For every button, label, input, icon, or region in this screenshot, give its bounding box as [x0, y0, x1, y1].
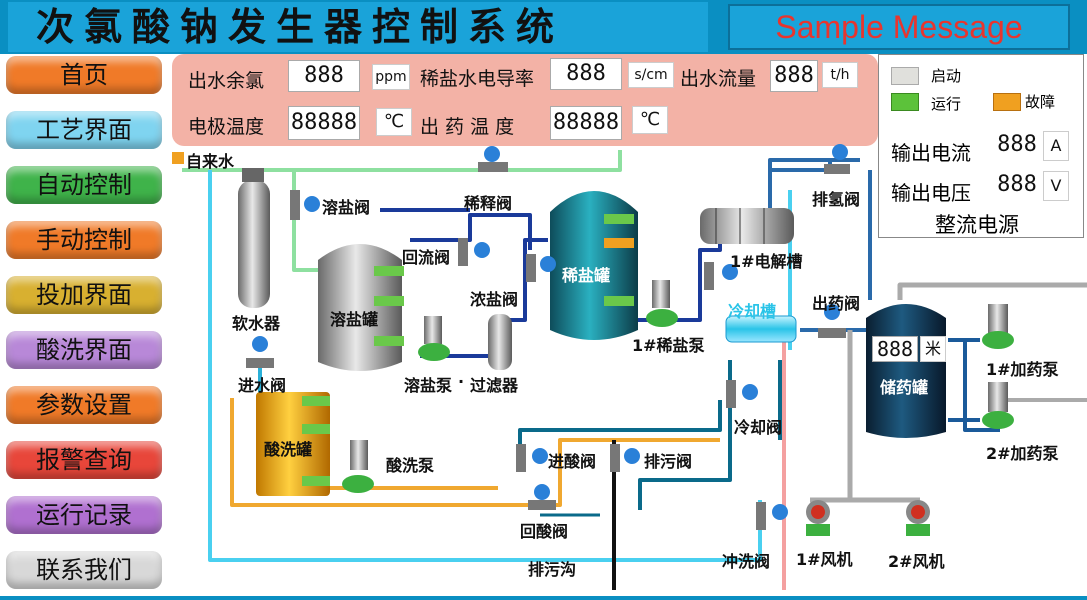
nav-button[interactable]: 投加界面 [6, 276, 162, 314]
acid-tank[interactable] [256, 392, 330, 496]
dissolve-tank-label: 溶盐罐 [330, 310, 379, 329]
cooling-valve-label: 冷却阀 [734, 418, 783, 437]
nav-button[interactable]: 运行记录 [6, 496, 162, 534]
dissolve-valve-label: 溶盐阀 [322, 198, 371, 217]
output-current-unit: A [1043, 131, 1069, 161]
conductivity-unit: s/cm [628, 62, 674, 88]
nav-button[interactable]: 酸洗界面 [6, 331, 162, 369]
dose-pump-2-label: 2#加药泵 [986, 444, 1059, 463]
storage-level-value: 888 [872, 336, 918, 362]
legend-fault-swatch [993, 93, 1021, 111]
legend-run-swatch [891, 93, 919, 111]
fan-1[interactable] [806, 500, 830, 536]
nav-button[interactable]: 报警查询 [6, 441, 162, 479]
storage-level-unit: 米 [920, 336, 946, 362]
dilute-pump-label: 1#稀盐泵 [632, 336, 705, 355]
outlet-temp-value: 88888 [550, 106, 622, 140]
fan-2[interactable] [906, 500, 930, 536]
electrolyzer-label: 1#电解槽 [730, 252, 803, 271]
residual-chlorine-label: 出水余氯 [188, 70, 265, 92]
outlet-temp-unit: ℃ [632, 106, 668, 134]
h2-valve-label: 排氢阀 [812, 190, 861, 209]
legend-fault-label: 故障 [1025, 93, 1056, 111]
legend-start-swatch [891, 67, 919, 85]
legend-start-label: 启动 [931, 67, 962, 85]
nav-button[interactable]: 工艺界面 [6, 111, 162, 149]
storage-tank[interactable] [866, 304, 946, 438]
cooling-tank-label: 冷却槽 [728, 302, 777, 321]
dilute-valve-label: 稀释阀 [464, 194, 513, 213]
output-voltage-label: 输出电压 [891, 181, 971, 205]
storage-tank-label: 储药罐 [880, 378, 929, 397]
softener-label: 软水器 [232, 314, 281, 333]
dose-pump-2[interactable] [982, 382, 1014, 429]
fan-1-label: 1#风机 [796, 550, 853, 569]
valves[interactable] [246, 144, 850, 530]
dilute-tank-label: 稀盐罐 [562, 266, 611, 285]
dilute-pump[interactable] [646, 280, 678, 327]
fan-2-label: 2#风机 [888, 552, 945, 571]
page-title: 次氯酸钠发生器控制系统 [8, 2, 708, 52]
conductivity-value: 888 [550, 58, 622, 90]
conductivity-label: 稀盐水电导率 [420, 68, 535, 90]
tap-water-label: 自来水 [186, 152, 235, 171]
legend-run-label: 运行 [931, 95, 962, 113]
acid-return-valve-label: 回酸阀 [520, 522, 569, 541]
lock-icon [172, 152, 184, 164]
flow-label: 出水流量 [680, 68, 757, 90]
message-display: Sample Message [728, 4, 1070, 50]
rectifier-title: 整流电源 [935, 213, 1019, 237]
inlet-valve-label: 进水阀 [238, 376, 287, 395]
residual-chlorine-unit: ppm [372, 64, 410, 90]
filter-label: 过滤器 [470, 376, 519, 395]
acid-in-valve-label: 进酸阀 [548, 452, 597, 471]
nav-button[interactable]: 首页 [6, 56, 162, 94]
dissolve-tank[interactable] [318, 244, 404, 371]
rectifier-panel: 启动 运行 故障 输出电流 888 A 输出电压 888 V 整流电源 [878, 54, 1084, 238]
nav-button[interactable]: 参数设置 [6, 386, 162, 424]
conc-valve-label: 浓盐阀 [470, 290, 519, 309]
acid-tank-label: 酸洗罐 [264, 440, 313, 459]
acid-pump[interactable] [342, 440, 374, 493]
flow-value: 888 [770, 60, 818, 92]
softener[interactable] [238, 168, 270, 308]
nav-button[interactable]: 联系我们 [6, 551, 162, 589]
filter-separator: · [458, 372, 465, 391]
acid-pump-label: 酸洗泵 [386, 456, 435, 475]
cooling-tank[interactable] [725, 315, 797, 343]
flush-valve-label: 冲洗阀 [722, 552, 771, 571]
dilute-tank[interactable] [550, 191, 638, 340]
nav-button[interactable]: 手动控制 [6, 221, 162, 259]
dose-pump-1-label: 1#加药泵 [986, 360, 1059, 379]
output-voltage-value: 888 [991, 171, 1043, 201]
parameter-panel: 出水余氯 888 ppm 稀盐水电导率 888 s/cm 出水流量 888 t/… [172, 54, 878, 146]
dose-pump-1[interactable] [982, 304, 1014, 349]
sewer-label: 排污沟 [528, 560, 577, 579]
drain-valve-label: 排污阀 [644, 452, 693, 471]
electrolyzer[interactable] [700, 208, 794, 244]
output-current-label: 输出电流 [891, 141, 971, 165]
dissolve-pump-label: 溶盐泵 [404, 376, 453, 395]
flow-unit: t/h [822, 62, 858, 88]
electrode-temp-label: 电极温度 [188, 116, 265, 138]
outlet-temp-label: 出 药 温 度 [420, 116, 515, 138]
electrode-temp-value: 88888 [288, 106, 360, 140]
footer-bar [0, 596, 1087, 600]
filter[interactable] [488, 314, 512, 370]
return-valve-label: 回流阀 [402, 248, 451, 267]
output-voltage-unit: V [1043, 171, 1069, 201]
nav-button[interactable]: 自动控制 [6, 166, 162, 204]
electrode-temp-unit: ℃ [376, 108, 412, 136]
output-current-value: 888 [991, 131, 1043, 161]
residual-chlorine-value: 888 [288, 60, 360, 92]
outlet-valve-label: 出药阀 [812, 294, 861, 313]
dissolve-pump[interactable] [418, 316, 450, 361]
